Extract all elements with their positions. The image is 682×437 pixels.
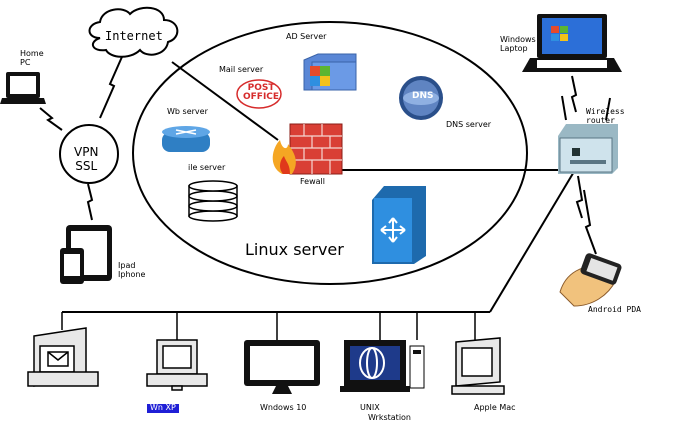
router-lan-link — [489, 169, 576, 313]
apple-mac-workstation-icon — [451, 337, 505, 395]
windows10-label: Wndows 10 — [260, 403, 307, 412]
linux-server-boundary — [132, 21, 528, 285]
internet-label: Internet — [105, 29, 163, 43]
dns-server-label: DNS server — [446, 120, 492, 129]
post-office-badge: POST OFFICE — [243, 83, 280, 103]
post-office-icon — [236, 79, 282, 109]
dns-sphere-icon — [399, 76, 443, 120]
android-pda-icon — [559, 253, 622, 307]
web-server-icon — [162, 126, 210, 152]
home-pc-laptop-icon — [0, 72, 46, 104]
home-pc-label: Home PC — [20, 49, 44, 67]
windows10-monitor-icon — [244, 340, 320, 394]
apple-mac-label: Apple Mac — [474, 403, 516, 412]
wireless-router-icon — [558, 95, 618, 174]
wireless-router-label: Wireless router — [586, 107, 625, 125]
file-server-database-icon — [188, 180, 238, 222]
email-workstation-icon — [27, 327, 99, 387]
vpn-ssl-label: VPN SSL — [74, 145, 99, 174]
vpn-ssl-node — [59, 124, 119, 184]
router-link-1 — [575, 175, 584, 219]
ipad-iphone-label: Ipad Iphone — [118, 261, 146, 279]
pc-vpn-link — [39, 107, 63, 131]
linux-server-label: Linux server — [245, 240, 344, 259]
firewall-label: Fewall — [300, 177, 325, 186]
internet-firewall-link — [171, 61, 279, 141]
mail-server-label: Mail server — [219, 65, 264, 74]
unix-label: UNIX — [360, 403, 380, 412]
lan-drops — [61, 312, 476, 340]
ad-server-folder-icon — [303, 53, 357, 91]
ad-server-label: AD Server — [286, 32, 327, 41]
windows-laptop-icon — [522, 14, 622, 72]
windows-laptop-label: Windows Laptop — [500, 35, 536, 53]
laptop-router-link — [570, 75, 578, 113]
web-server-label: Wb server — [167, 107, 208, 116]
connection-lines — [39, 21, 597, 340]
unix-workstation-icon — [340, 340, 425, 392]
internet-vpn-link — [99, 49, 126, 119]
linux-server-switch-icon — [372, 186, 426, 264]
vpn-ipad-link — [86, 183, 94, 221]
winxp-label: Wn XP — [147, 403, 179, 413]
ipad-iphone-icon — [60, 225, 112, 284]
android-pda-label: Android PDA — [588, 305, 641, 314]
winxp-workstation-icon — [146, 339, 208, 391]
workstation-label: Wrkstation — [368, 413, 412, 422]
router-pda-link — [583, 189, 597, 255]
file-server-label: ile server — [188, 163, 226, 172]
internet-cloud-icon — [88, 6, 179, 58]
firewall-icon — [272, 123, 343, 175]
dns-badge: DNS — [412, 91, 434, 101]
